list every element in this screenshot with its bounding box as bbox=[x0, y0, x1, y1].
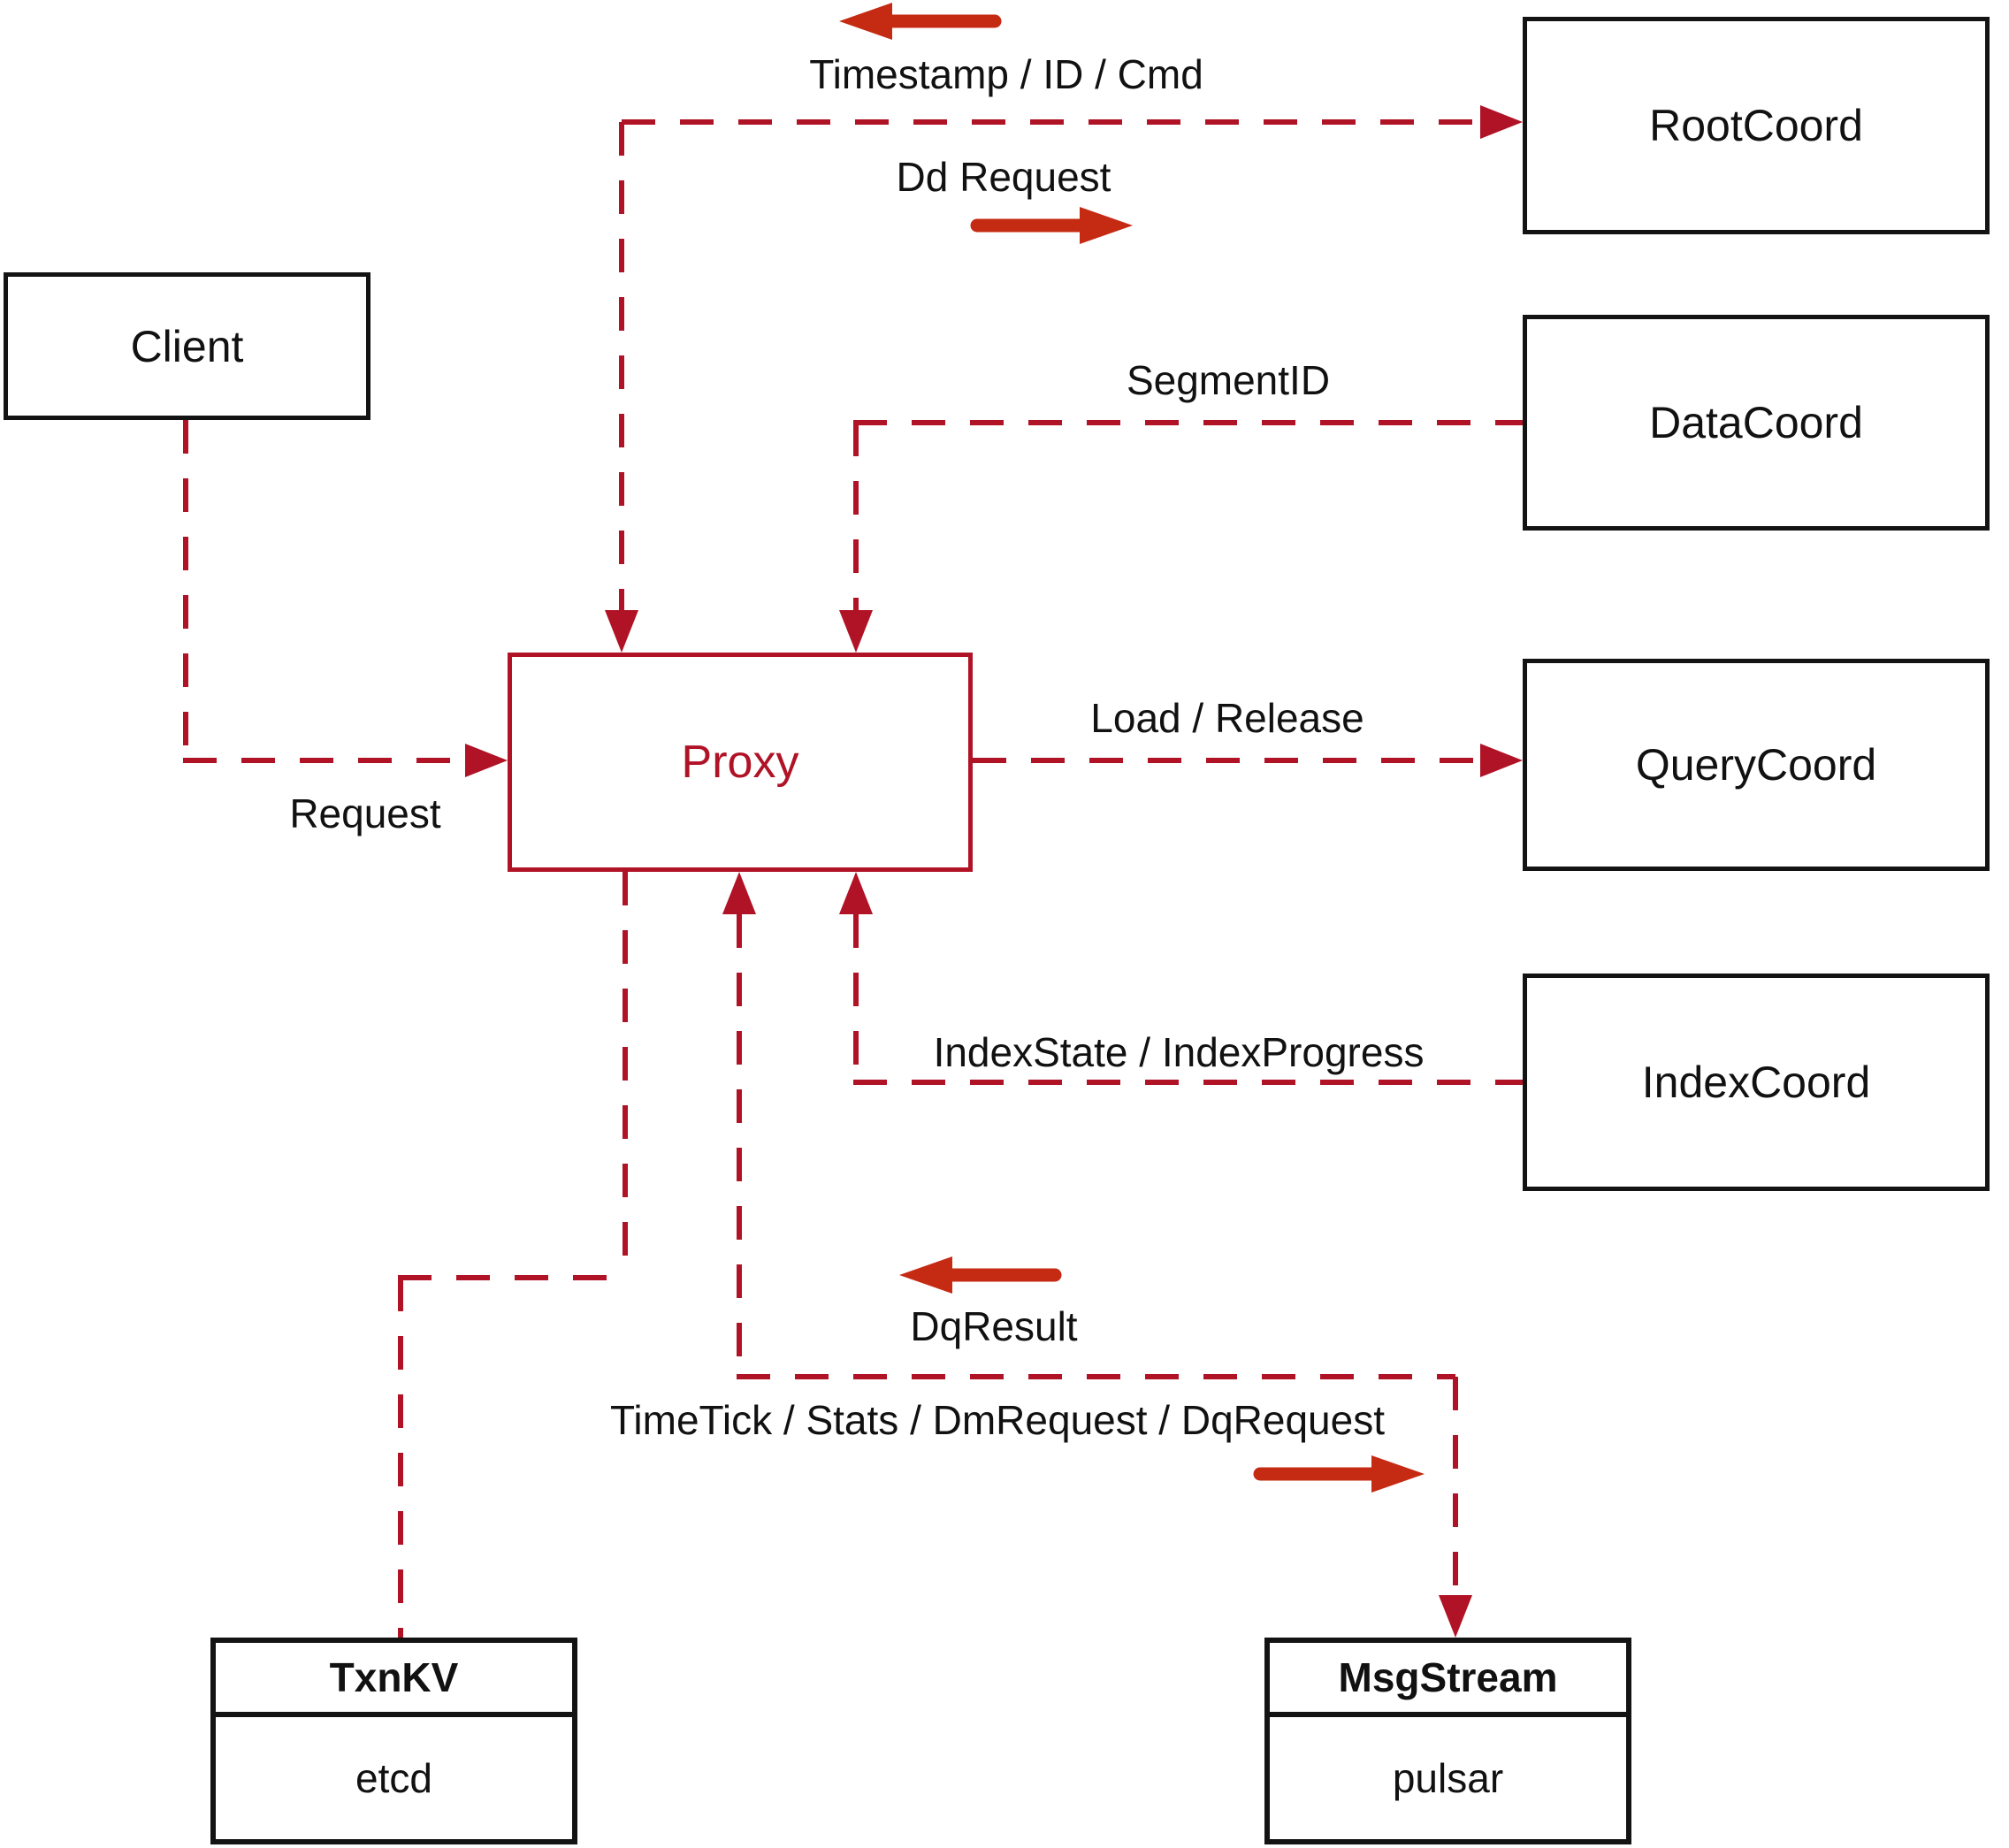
arrowhead-into-rootcoord-icon bbox=[1480, 105, 1523, 139]
edge-indexcoord-proxy-vertical bbox=[853, 914, 859, 1082]
msgstream-title: MsgStream bbox=[1270, 1643, 1626, 1717]
node-querycoord: QueryCoord bbox=[1523, 659, 1990, 871]
dq-result-direction-left-arrow-icon bbox=[896, 1256, 1064, 1299]
edge-proxy-rootcoord-horizontal bbox=[622, 119, 1482, 125]
node-querycoord-label: QueryCoord bbox=[1635, 740, 1877, 790]
edge-label-request: Request bbox=[289, 790, 441, 836]
node-datacoord: DataCoord bbox=[1523, 315, 1990, 531]
node-proxy: Proxy bbox=[508, 653, 973, 872]
edge-label-timestamp-id-cmd: Timestamp / ID / Cmd bbox=[809, 51, 1203, 97]
dm-request-direction-right-arrow-icon bbox=[1251, 1455, 1428, 1498]
edge-label-timetick-stats: TimeTick / Stats / DmRequest / DqRequest bbox=[610, 1397, 1385, 1443]
edge-datacoord-proxy-horizontal bbox=[853, 420, 1523, 425]
edge-indexcoord-proxy-horizontal bbox=[853, 1080, 1523, 1085]
node-proxy-label: Proxy bbox=[681, 737, 799, 788]
arrowhead-into-msgstream-icon bbox=[1439, 1595, 1472, 1638]
edge-label-index-state-progress: IndexState / IndexProgress bbox=[933, 1029, 1425, 1075]
edge-client-proxy-vertical bbox=[183, 420, 188, 758]
edge-proxy-msgstream-vertical-upper bbox=[737, 914, 742, 1377]
node-indexcoord: IndexCoord bbox=[1523, 974, 1990, 1191]
node-client-label: Client bbox=[130, 321, 244, 371]
arrowhead-into-proxy-top-left-icon bbox=[605, 610, 638, 653]
node-txnkv: TxnKV etcd bbox=[210, 1638, 577, 1844]
timestamp-direction-left-arrow-icon bbox=[836, 2, 1004, 45]
edge-proxy-txnkv-vertical-lower bbox=[398, 1278, 403, 1638]
edge-datacoord-proxy-vertical bbox=[853, 423, 859, 610]
arrowhead-into-querycoord-icon bbox=[1480, 744, 1523, 777]
txnkv-title: TxnKV bbox=[216, 1643, 572, 1717]
edge-label-load-release: Load / Release bbox=[1090, 695, 1364, 741]
arrowhead-into-proxy-bottom-right-icon bbox=[839, 872, 873, 914]
arrowhead-into-proxy-bottom-left-icon bbox=[722, 872, 756, 914]
arrowhead-into-proxy-left-icon bbox=[465, 744, 508, 777]
node-rootcoord: RootCoord bbox=[1523, 17, 1990, 234]
edge-proxy-txnkv-vertical-upper bbox=[623, 872, 628, 1275]
edge-label-dd-request: Dd Request bbox=[896, 154, 1111, 200]
node-datacoord-label: DataCoord bbox=[1649, 398, 1863, 447]
msgstream-impl: pulsar bbox=[1392, 1755, 1504, 1801]
node-indexcoord-label: IndexCoord bbox=[1641, 1058, 1871, 1107]
edge-label-dq-result: DqResult bbox=[910, 1303, 1078, 1349]
edge-label-segment-id: SegmentID bbox=[1126, 357, 1331, 403]
edge-proxy-rootcoord-vertical bbox=[619, 122, 624, 614]
edge-client-proxy-horizontal bbox=[183, 758, 470, 763]
txnkv-impl: etcd bbox=[355, 1755, 432, 1801]
node-rootcoord-label: RootCoord bbox=[1649, 101, 1863, 150]
arrowhead-into-proxy-top-right-icon bbox=[839, 610, 873, 653]
node-msgstream: MsgStream pulsar bbox=[1264, 1638, 1631, 1844]
dd-request-direction-right-arrow-icon bbox=[968, 206, 1136, 249]
edge-proxy-querycoord-horizontal bbox=[973, 758, 1482, 763]
edge-proxy-msgstream-vertical-lower bbox=[1453, 1377, 1458, 1595]
edge-proxy-txnkv-horizontal bbox=[398, 1275, 625, 1280]
node-client: Client bbox=[4, 272, 370, 420]
edge-proxy-msgstream-horizontal bbox=[737, 1374, 1455, 1379]
